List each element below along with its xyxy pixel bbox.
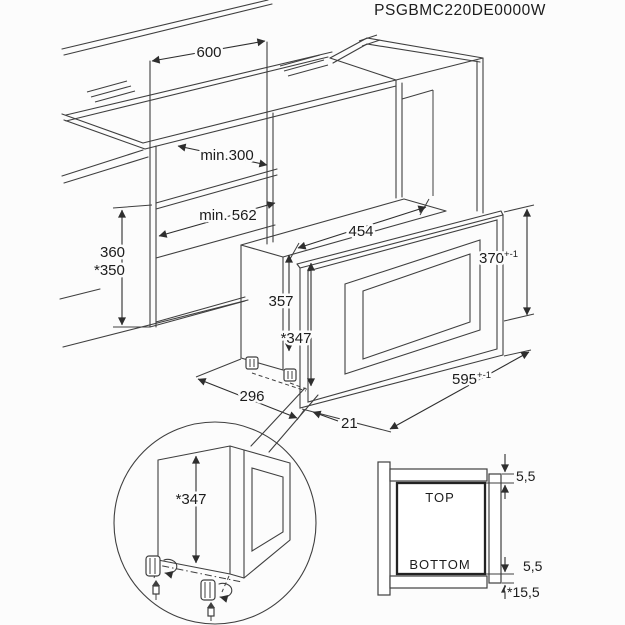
dim-body-height-adjusted: *347	[281, 330, 312, 347]
dimension-21: 21	[312, 410, 360, 435]
dim-detail-adjusted-height: *347	[176, 491, 207, 508]
foot-screw-tip	[207, 602, 215, 608]
adjustable-foot-detail-1	[145, 555, 178, 600]
dimension-454: 454	[289, 198, 430, 260]
rotation-arrow-icon	[218, 582, 233, 603]
adjustable-foot-detail-2	[200, 579, 233, 621]
dimension-347: *347	[278, 262, 315, 387]
dimension-357: 357	[266, 254, 296, 352]
dim-upper-depth: min.300	[200, 147, 253, 164]
foot-screw-tip	[152, 580, 160, 586]
dimension-595: 595+-1	[301, 349, 532, 433]
dim-niche-height-reduced: *350	[94, 262, 125, 279]
section-top-label: TOP	[425, 490, 455, 505]
dim-body-width: 454	[348, 223, 373, 240]
tall-cabinet	[329, 37, 484, 214]
door-window	[344, 239, 481, 375]
dimension-360-350: 360 *350	[92, 204, 153, 328]
dim-body-depth: 296	[239, 388, 264, 405]
detail-347-dimension: *347	[173, 455, 209, 564]
dim-bottom-overlap: 5,5	[523, 558, 543, 574]
dim-bottom-adjustable: *15,5	[507, 584, 540, 600]
rotation-arrow-icon	[163, 558, 178, 579]
dimension-min562: min. 562	[158, 201, 276, 238]
detail-leader-lines	[250, 387, 319, 453]
dimension-600: 600	[151, 38, 266, 64]
dim-front-clearance: 21	[341, 415, 358, 432]
model-number: PSGBMC220DE0000W	[374, 2, 546, 19]
dimension-min300: min.300	[177, 143, 268, 168]
section-appliance-box	[395, 481, 487, 576]
section-bottom-label: BOTTOM	[409, 557, 470, 572]
break-marks	[86, 34, 381, 103]
dim-frame-width: 595+-1	[452, 370, 491, 388]
section-side-wall	[377, 461, 391, 596]
section-view: TOP BOTTOM 5,5 5,5 *15,5	[377, 454, 545, 603]
dim-cabinet-width: 600	[196, 44, 221, 61]
section-dim-bottom-adjustable: *15,5	[501, 582, 542, 603]
detail-side-panel	[147, 445, 291, 593]
adjustable-feet	[245, 356, 297, 382]
detail-circle: *347	[113, 421, 317, 625]
section-dim-top-overlap: 5,5	[486, 454, 538, 499]
section-dim-bottom-overlap: 5,5	[486, 556, 545, 584]
dim-niche-height: 360	[100, 244, 125, 261]
dim-frame-height: 370+-1	[479, 249, 518, 267]
dimension-370: 370+-1	[477, 204, 535, 322]
dim-body-height: 357	[268, 293, 293, 310]
dim-top-overlap: 5,5	[516, 468, 536, 484]
dim-niche-depth: min. 562	[199, 207, 257, 224]
section-top-rail	[389, 468, 488, 482]
counter-cabinet	[59, 0, 397, 348]
section-bottom-rail	[389, 575, 488, 589]
section-trim-frame	[488, 473, 502, 584]
